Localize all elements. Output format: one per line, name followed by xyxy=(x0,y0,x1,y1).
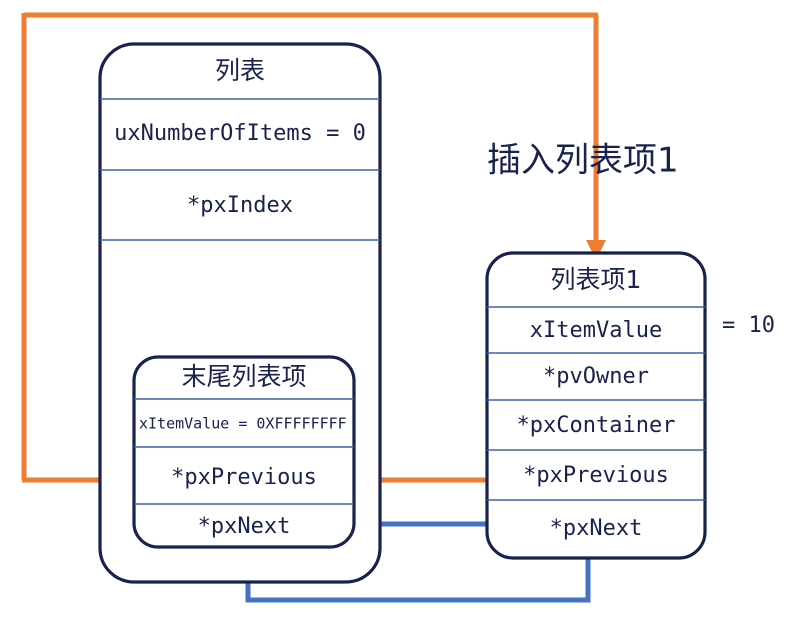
insert-annotation-label: 插入列表项1 xyxy=(487,141,679,181)
end-list-item-title: 末尾列表项 xyxy=(181,362,306,391)
end-list-item-outline xyxy=(132,355,356,549)
item1-row-pxprevious: *pxPrevious xyxy=(523,463,669,488)
end-list-item-box[interactable]: 末尾列表项 xItemValue = 0XFFFFFFFF *pxPreviou… xyxy=(132,355,356,549)
orange-pointer-path xyxy=(21,12,606,483)
end-item-row-pxprevious: *pxPrevious xyxy=(171,465,317,490)
list-box-row-pxindex: *pxIndex xyxy=(187,193,293,218)
item1-row-pxnext: *pxNext xyxy=(550,516,643,541)
list-item-1-outline xyxy=(485,251,707,560)
orange-arrow-into-item1 xyxy=(586,240,606,260)
list-box-title: 列表 xyxy=(215,56,265,85)
item1-row-xitemvalue: xItemValue xyxy=(530,318,662,343)
end-item-row-xitemvalue: xItemValue = 0XFFFFFFFF xyxy=(139,415,347,433)
item1-row-pxcontainer: *pxContainer xyxy=(517,413,676,438)
item-value-annotation: = 10 xyxy=(722,313,775,338)
list-item-1-title: 列表项1 xyxy=(551,265,642,294)
end-item-row-pxnext: *pxNext xyxy=(198,514,291,539)
item1-row-pvowner: *pvOwner xyxy=(543,364,649,389)
list-item-1-box[interactable]: 列表项1 xItemValue *pvOwner *pxContainer *p… xyxy=(485,251,707,560)
list-box-row-uxnumberofitems: uxNumberOfItems = 0 xyxy=(114,121,366,146)
blue-return-shaft xyxy=(245,558,591,603)
